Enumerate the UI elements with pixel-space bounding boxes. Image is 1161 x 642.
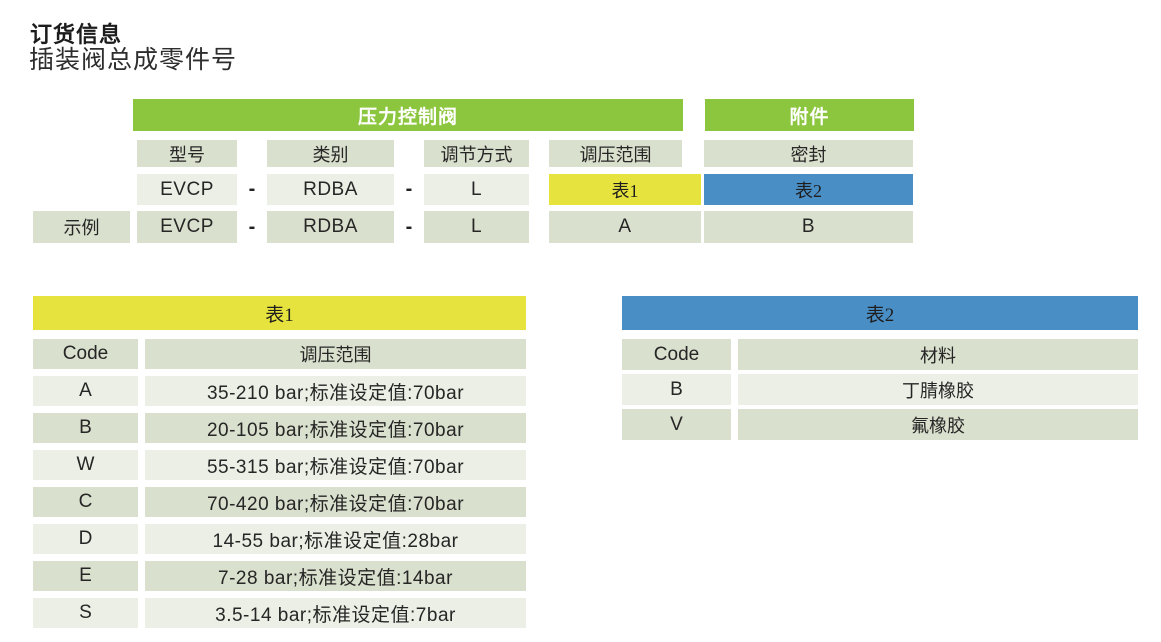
table1-range: 7-28 bar;标准设定值:14bar — [145, 561, 526, 591]
example-category: RDBA — [267, 211, 394, 243]
pattern-adjust-mode: L — [424, 174, 529, 205]
table1-col-range: 调压范围 — [145, 339, 526, 369]
example-row: 示例 EVCP - RDBA - L A B — [33, 211, 914, 243]
table2-code: B — [622, 374, 731, 405]
group-header-accessory: 附件 — [705, 99, 914, 131]
table-row: D 14-55 bar;标准设定值:28bar — [33, 524, 526, 554]
table1-range: 3.5-14 bar;标准设定值:7bar — [145, 598, 526, 628]
table1-code: D — [33, 524, 138, 554]
table2-code: V — [622, 409, 731, 440]
table-row: A 35-210 bar;标准设定值:70bar — [33, 376, 526, 406]
table1-range: 35-210 bar;标准设定值:70bar — [145, 376, 526, 406]
pattern-range-ref-table1: 表1 — [549, 174, 701, 205]
table1-range: 14-55 bar;标准设定值:28bar — [145, 524, 526, 554]
example-label: 示例 — [33, 211, 130, 243]
example-model: EVCP — [137, 211, 237, 243]
table2-title: 表2 — [622, 296, 1138, 330]
table2-material: 氟橡胶 — [738, 409, 1138, 440]
page-title: 订货信息 — [30, 21, 123, 47]
example-seal-code: B — [704, 211, 913, 243]
table1-pressure-range: 表1 Code 调压范围 A 35-210 bar;标准设定值:70bar B … — [33, 296, 526, 635]
table-row: E 7-28 bar;标准设定值:14bar — [33, 561, 526, 591]
table1-code: E — [33, 561, 138, 591]
table2-col-code: Code — [622, 339, 731, 370]
table-row: V 氟橡胶 — [622, 409, 1138, 440]
table2-header-row: Code 材料 — [622, 339, 1138, 370]
table1-code: S — [33, 598, 138, 628]
table1-range: 55-315 bar;标准设定值:70bar — [145, 450, 526, 480]
table-row: C 70-420 bar;标准设定值:70bar — [33, 487, 526, 517]
column-header-row: 型号 类别 调节方式 调压范围 密封 — [33, 140, 914, 167]
table1-code: W — [33, 450, 138, 480]
table2-col-material: 材料 — [738, 339, 1138, 370]
dash-separator: - — [248, 178, 256, 200]
col-header-category: 类别 — [267, 140, 394, 167]
table1-range: 70-420 bar;标准设定值:70bar — [145, 487, 526, 517]
table2-seal-material: 表2 Code 材料 B 丁腈橡胶 V 氟橡胶 — [622, 296, 1138, 444]
group-header-row: 压力控制阀 附件 — [33, 99, 914, 131]
table1-col-code: Code — [33, 339, 138, 369]
page-subtitle: 插装阀总成零件号 — [29, 47, 238, 74]
col-header-adjust-mode: 调节方式 — [424, 140, 529, 167]
table1-code: C — [33, 487, 138, 517]
example-range-code: A — [549, 211, 701, 243]
col-header-model: 型号 — [137, 140, 237, 167]
col-header-seal: 密封 — [704, 140, 913, 167]
pattern-row: EVCP - RDBA - L 表1 表2 — [33, 174, 914, 205]
table-row: B 丁腈橡胶 — [622, 374, 1138, 405]
part-number-table: 压力控制阀 附件 型号 类别 调节方式 调压范围 密封 EVCP - RDBA … — [33, 99, 914, 243]
table-row: W 55-315 bar;标准设定值:70bar — [33, 450, 526, 480]
pattern-model: EVCP — [137, 174, 237, 205]
pattern-seal-ref-table2: 表2 — [704, 174, 913, 205]
col-header-pressure-range: 调压范围 — [549, 140, 682, 167]
table2-material: 丁腈橡胶 — [738, 374, 1138, 405]
dash-separator: - — [405, 215, 413, 238]
dash-separator: - — [405, 178, 413, 200]
table1-title: 表1 — [33, 296, 526, 330]
table1-header-row: Code 调压范围 — [33, 339, 526, 369]
table1-range: 20-105 bar;标准设定值:70bar — [145, 413, 526, 443]
table-row: S 3.5-14 bar;标准设定值:7bar — [33, 598, 526, 628]
table1-code: B — [33, 413, 138, 443]
table1-code: A — [33, 376, 138, 406]
dash-separator: - — [248, 215, 256, 238]
pattern-category: RDBA — [267, 174, 394, 205]
table-row: B 20-105 bar;标准设定值:70bar — [33, 413, 526, 443]
group-header-pressure-control-valve: 压力控制阀 — [133, 99, 683, 131]
example-adjust-mode: L — [424, 211, 529, 243]
